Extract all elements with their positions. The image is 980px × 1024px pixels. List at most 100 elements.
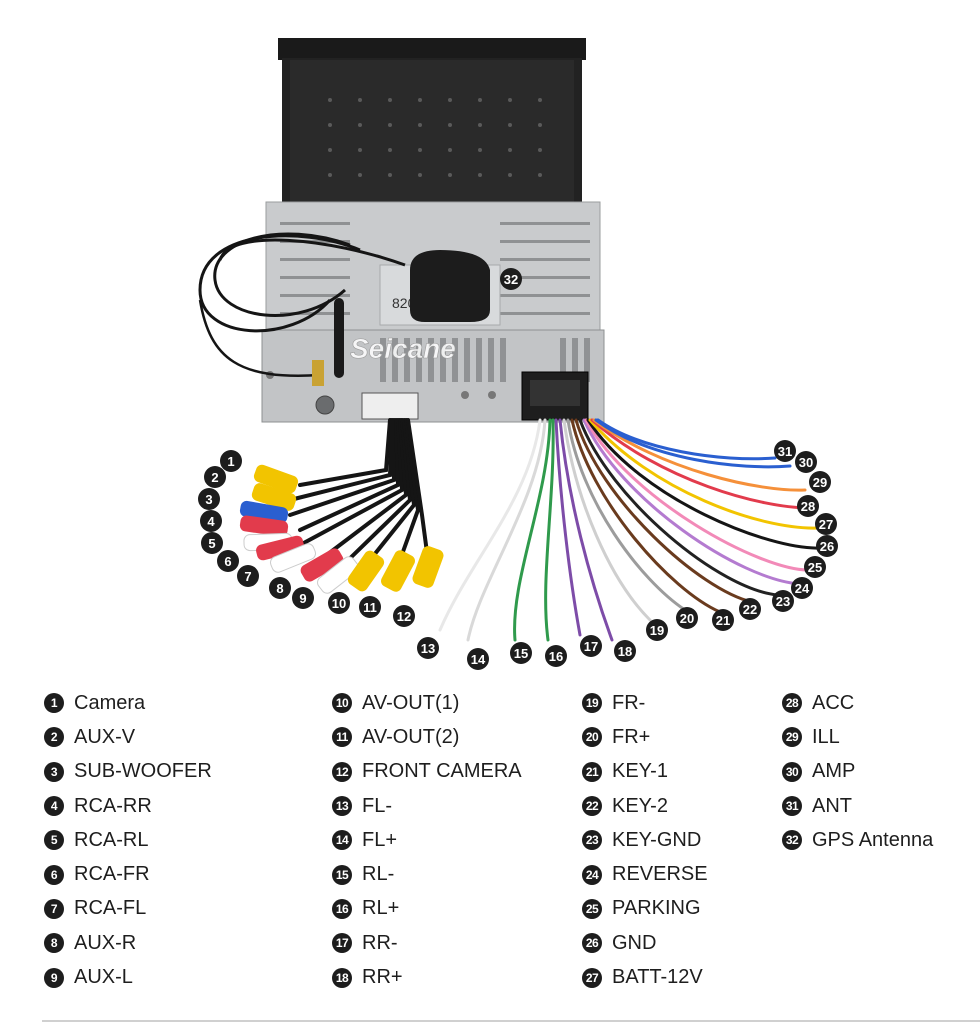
svg-text:8: 8: [276, 581, 283, 596]
svg-text:6: 6: [224, 554, 231, 569]
svg-text:13: 13: [421, 641, 435, 656]
legend-number-badge: 7: [44, 898, 64, 919]
callout-19: 19: [646, 619, 668, 641]
svg-text:21: 21: [716, 613, 730, 628]
svg-text:26: 26: [820, 539, 834, 554]
callout-6: 6: [217, 550, 239, 572]
legend-number-badge: 2: [44, 727, 64, 748]
callout-26: 26: [816, 535, 838, 557]
callout-18: 18: [614, 640, 636, 662]
legend-label: FR+: [612, 725, 651, 748]
svg-text:11: 11: [363, 600, 377, 615]
legend-label: KEY-GND: [612, 828, 702, 851]
legend-number-badge: 8: [44, 933, 64, 954]
legend-number-badge: 6: [44, 864, 64, 885]
legend-label: RCA-RL: [74, 828, 149, 851]
svg-text:10: 10: [332, 596, 346, 611]
callout-29: 29: [809, 471, 831, 493]
callout-30: 30: [795, 451, 817, 473]
callout-16: 16: [545, 645, 567, 667]
svg-text:27: 27: [819, 517, 833, 532]
callout-23: 23: [772, 590, 794, 612]
callout-32: 32: [500, 268, 522, 290]
callout-25: 25: [804, 556, 826, 578]
legend-number-badge: 12: [332, 761, 352, 782]
legend-label: ILL: [812, 725, 840, 748]
legend-number-badge: 1: [44, 693, 64, 714]
svg-text:18: 18: [618, 644, 632, 659]
callout-27: 27: [815, 513, 837, 535]
svg-text:30: 30: [799, 455, 813, 470]
callout-4: 4: [200, 510, 222, 532]
svg-text:24: 24: [795, 581, 810, 596]
legend-label: RL+: [362, 897, 400, 920]
legend-number-badge: 17: [332, 933, 352, 954]
rca-plugs: [239, 464, 444, 594]
gps-antenna: [198, 232, 490, 386]
callout-7: 7: [237, 565, 259, 587]
callout-3: 3: [198, 488, 220, 510]
legend-number-badge: 26: [582, 933, 602, 954]
legend-item: 25 PARKING: [582, 892, 708, 926]
legend-item: 29 ILL: [782, 720, 933, 754]
legend-number-badge: 19: [582, 693, 602, 714]
legend-number-badge: 24: [582, 864, 602, 885]
svg-text:2: 2: [211, 470, 218, 485]
legend-number-badge: 16: [332, 898, 352, 919]
svg-text:5: 5: [208, 536, 215, 551]
legend-item: 2 AUX-V: [44, 720, 212, 754]
legend-label: RR+: [362, 966, 403, 989]
legend-label: FL+: [362, 828, 398, 851]
legend-label: SUB-WOOFER: [74, 760, 212, 783]
legend-number-badge: 11: [332, 727, 352, 748]
legend-label: ACC: [812, 691, 855, 714]
callout-badges: 1 2 3 4 5 6 7 8 9 10 11 12 13 14 15 16 1…: [198, 268, 838, 670]
svg-text:19: 19: [650, 623, 664, 638]
callout-8: 8: [269, 577, 291, 599]
svg-text:23: 23: [776, 594, 790, 609]
svg-text:22: 22: [743, 602, 757, 617]
legend-number-badge: 27: [582, 967, 602, 988]
legend-number-badge: 31: [782, 796, 802, 817]
seicane-watermark: Seicane: [350, 333, 456, 364]
svg-text:29: 29: [813, 475, 827, 490]
legend-number-badge: 32: [782, 830, 802, 851]
callout-11: 11: [359, 596, 381, 618]
legend-item: 16 RL+: [332, 892, 522, 926]
legend-label: RCA-RR: [74, 794, 152, 817]
legend-number-badge: 23: [582, 830, 602, 851]
flip-screen: [278, 38, 586, 208]
legend-number-badge: 13: [332, 796, 352, 817]
callout-31: 31: [774, 440, 796, 462]
legend-label: PARKING: [612, 897, 701, 920]
legend-number-badge: 25: [582, 898, 602, 919]
legend-label: RR-: [362, 931, 398, 954]
legend-label: AMP: [812, 760, 856, 783]
legend-label: KEY-2: [612, 794, 668, 817]
radio-wiring-photo: 8207T Seicane: [198, 38, 838, 670]
power-harness: [438, 418, 822, 642]
callout-28: 28: [797, 495, 819, 517]
legend-label: AUX-V: [74, 725, 136, 748]
legend-label: RCA-FR: [74, 863, 150, 886]
legend-number-badge: 29: [782, 727, 802, 748]
